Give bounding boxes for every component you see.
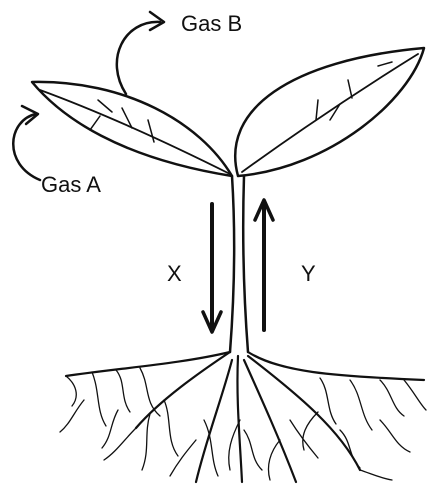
roots bbox=[66, 352, 424, 482]
x-label: X bbox=[167, 263, 182, 285]
root-hairs bbox=[60, 368, 426, 480]
y-label: Y bbox=[301, 263, 316, 285]
gas-a-label: Gas A bbox=[41, 174, 101, 196]
gas-b-label: Gas B bbox=[181, 13, 242, 35]
gas-a-arrow bbox=[13, 106, 40, 180]
left-leaf bbox=[32, 82, 232, 176]
stem bbox=[230, 176, 248, 352]
gas-b-arrow bbox=[117, 12, 164, 94]
right-leaf bbox=[235, 48, 424, 176]
x-down-arrow bbox=[203, 204, 221, 332]
y-up-arrow bbox=[255, 200, 273, 330]
